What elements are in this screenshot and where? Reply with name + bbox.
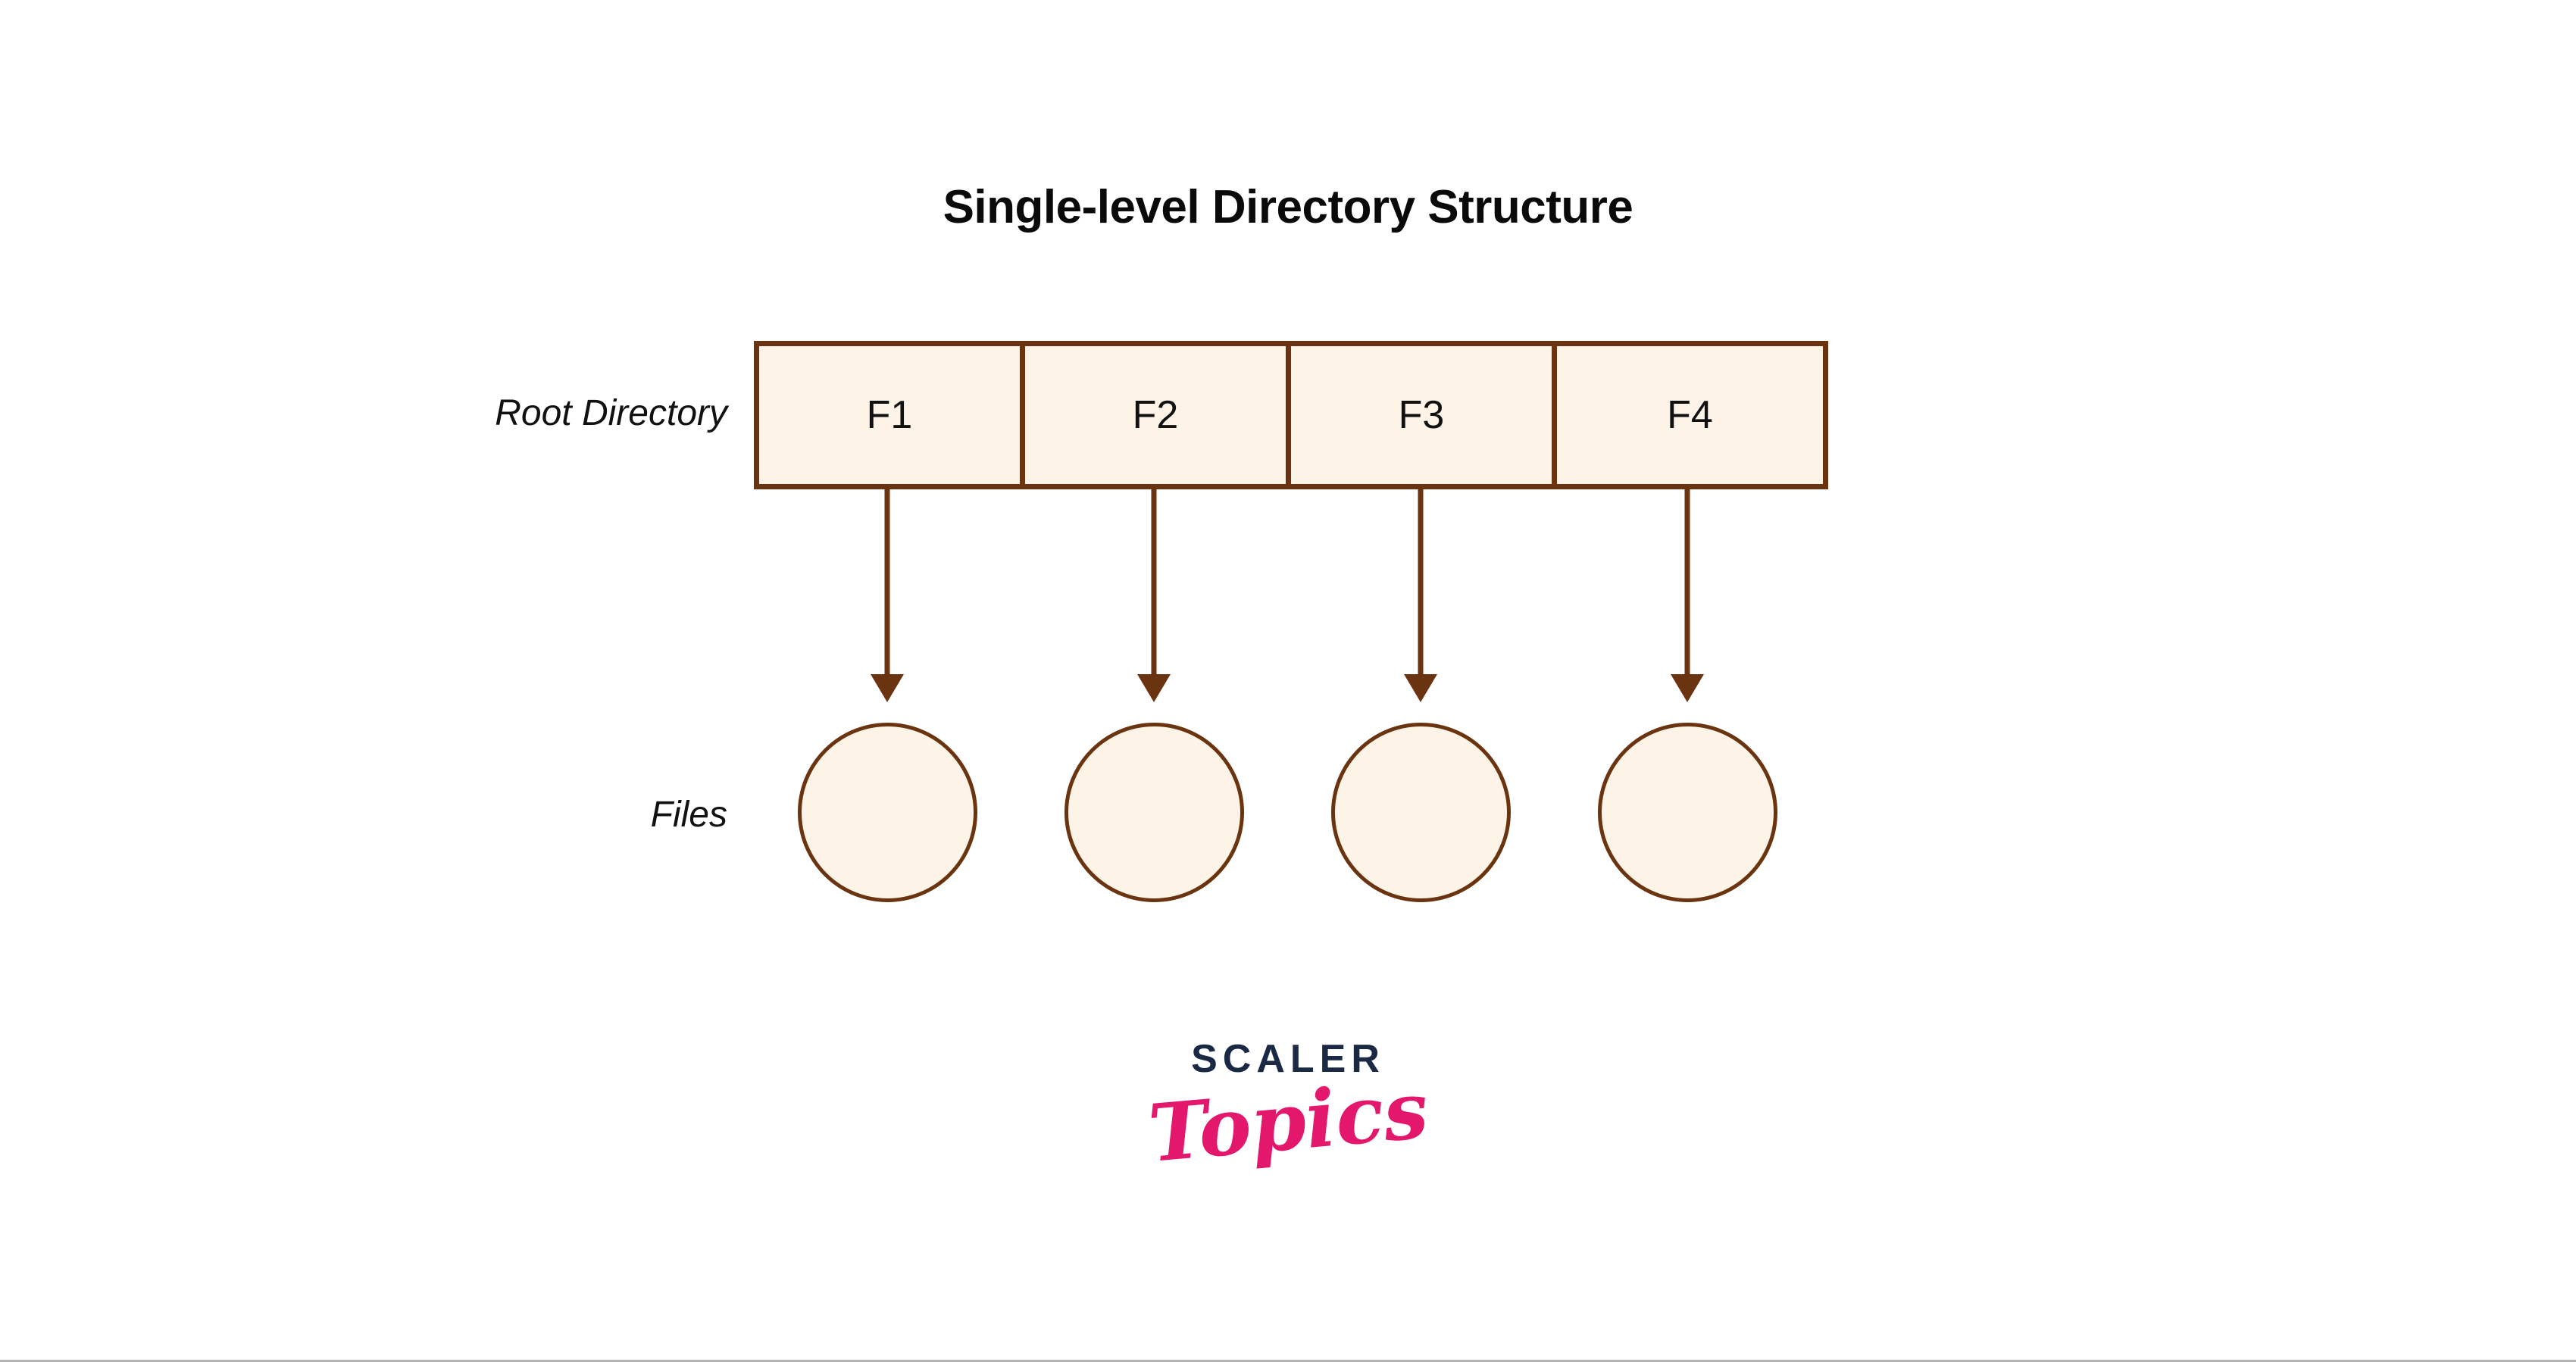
file-circle-3[interactable]	[1331, 723, 1511, 902]
logo-product-text: Topics	[1144, 1063, 1432, 1180]
scaler-topics-logo: SCALER Topics	[0, 1037, 2576, 1180]
logo-brand-text: SCALER	[1191, 1037, 1385, 1081]
file-circle-4[interactable]	[1598, 723, 1777, 902]
arrow-f3-to-file3	[1404, 489, 1437, 702]
directory-entry-f1[interactable]: F1	[759, 346, 1025, 484]
file-circle-1[interactable]	[798, 723, 977, 902]
root-directory-label: Root Directory	[495, 393, 727, 433]
file-circle-2[interactable]	[1064, 723, 1244, 902]
files-row	[798, 723, 1777, 902]
arrow-f2-to-file2	[1137, 489, 1171, 702]
files-label: Files	[650, 795, 727, 835]
root-directory-table: F1 F2 F3 F4	[754, 341, 1828, 489]
arrow-f4-to-file4	[1671, 489, 1704, 702]
directory-entry-f4[interactable]: F4	[1557, 346, 1823, 484]
directory-entry-f2[interactable]: F2	[1025, 346, 1291, 484]
page-title: Single-level Directory Structure	[943, 181, 1633, 233]
arrow-f1-to-file1	[871, 489, 904, 702]
directory-entry-f3[interactable]: F3	[1291, 346, 1557, 484]
